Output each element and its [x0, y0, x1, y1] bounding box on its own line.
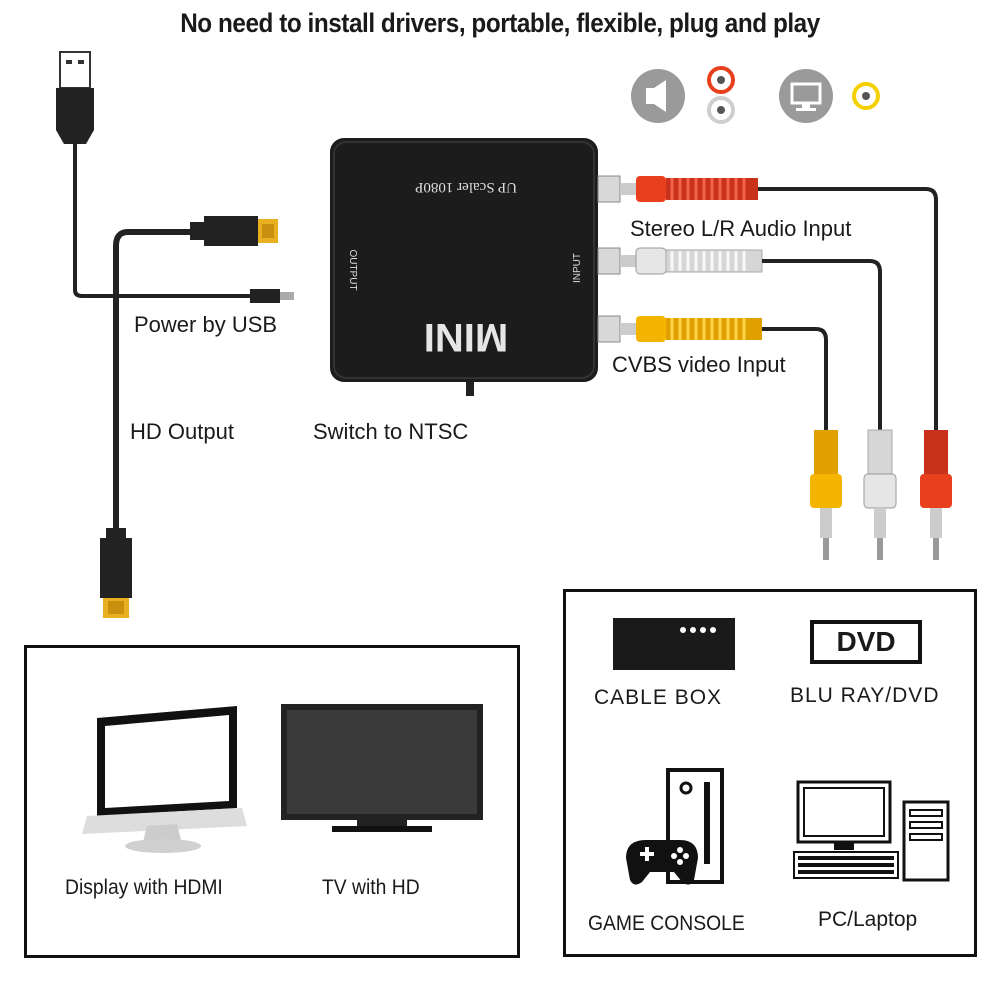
dvd-badge-icon: DVD	[810, 620, 922, 664]
rca-yellow-plug-icon	[620, 316, 762, 342]
game-console-icon	[626, 768, 724, 885]
device-scaler-label: UP Scaler 1080P	[415, 179, 517, 195]
rca-red-plug-icon	[620, 176, 758, 202]
output-label-display: Display with HDMI	[65, 876, 223, 899]
video-input-label: CVBS video Input	[612, 352, 786, 377]
device-brand-label: MINI	[424, 315, 508, 359]
source-label-dvd: BLU RAY/DVD	[790, 684, 940, 707]
switch-label: Switch to NTSC	[313, 419, 469, 444]
hdmi-plug-bottom-icon	[100, 528, 132, 618]
source-label-game-console: GAME CONSOLE	[588, 912, 745, 935]
source-label-cable-box: CABLE BOX	[594, 686, 723, 709]
speaker-icon	[631, 69, 685, 123]
video-rca-icon	[852, 82, 880, 110]
cable-box-icon	[613, 618, 735, 670]
micro-usb-plug-icon	[250, 289, 294, 303]
source-label-pc-laptop: PC/Laptop	[818, 908, 918, 931]
connection-diagram: UP Scaler 1080P MINI OUTPUT INPUT	[56, 51, 952, 618]
rca-white-plug-icon	[620, 247, 763, 275]
audio-input-label: Stereo L/R Audio Input	[630, 216, 852, 241]
device-output-label: OUTPUT	[347, 249, 358, 290]
rca-yellow-end-icon	[810, 430, 842, 560]
hdmi-plug-top-icon	[190, 216, 278, 246]
output-devices-panel: Display with HDMI TV with HD	[24, 645, 520, 958]
hd-output-label: HD Output	[130, 419, 234, 444]
rca-white-end-icon	[863, 429, 897, 560]
converter-device: UP Scaler 1080P MINI OUTPUT INPUT	[330, 138, 598, 396]
usb-plug-icon	[56, 51, 94, 144]
pc-laptop-icon	[793, 780, 950, 882]
rca-red-end-icon	[920, 430, 952, 560]
device-input-label: INPUT	[572, 253, 583, 283]
output-label-tv: TV with HD	[322, 876, 420, 899]
tv-icon	[281, 704, 483, 832]
source-devices-panel: CABLE BOX DVD BLU RAY/DVD GAME CONSOLE P…	[563, 589, 977, 957]
headline: No need to install drivers, portable, fl…	[180, 8, 820, 38]
monitor-icon	[779, 69, 833, 123]
audio-rca-icon	[707, 66, 735, 124]
power-label: Power by USB	[134, 312, 278, 337]
monitor-display-icon	[82, 706, 247, 853]
